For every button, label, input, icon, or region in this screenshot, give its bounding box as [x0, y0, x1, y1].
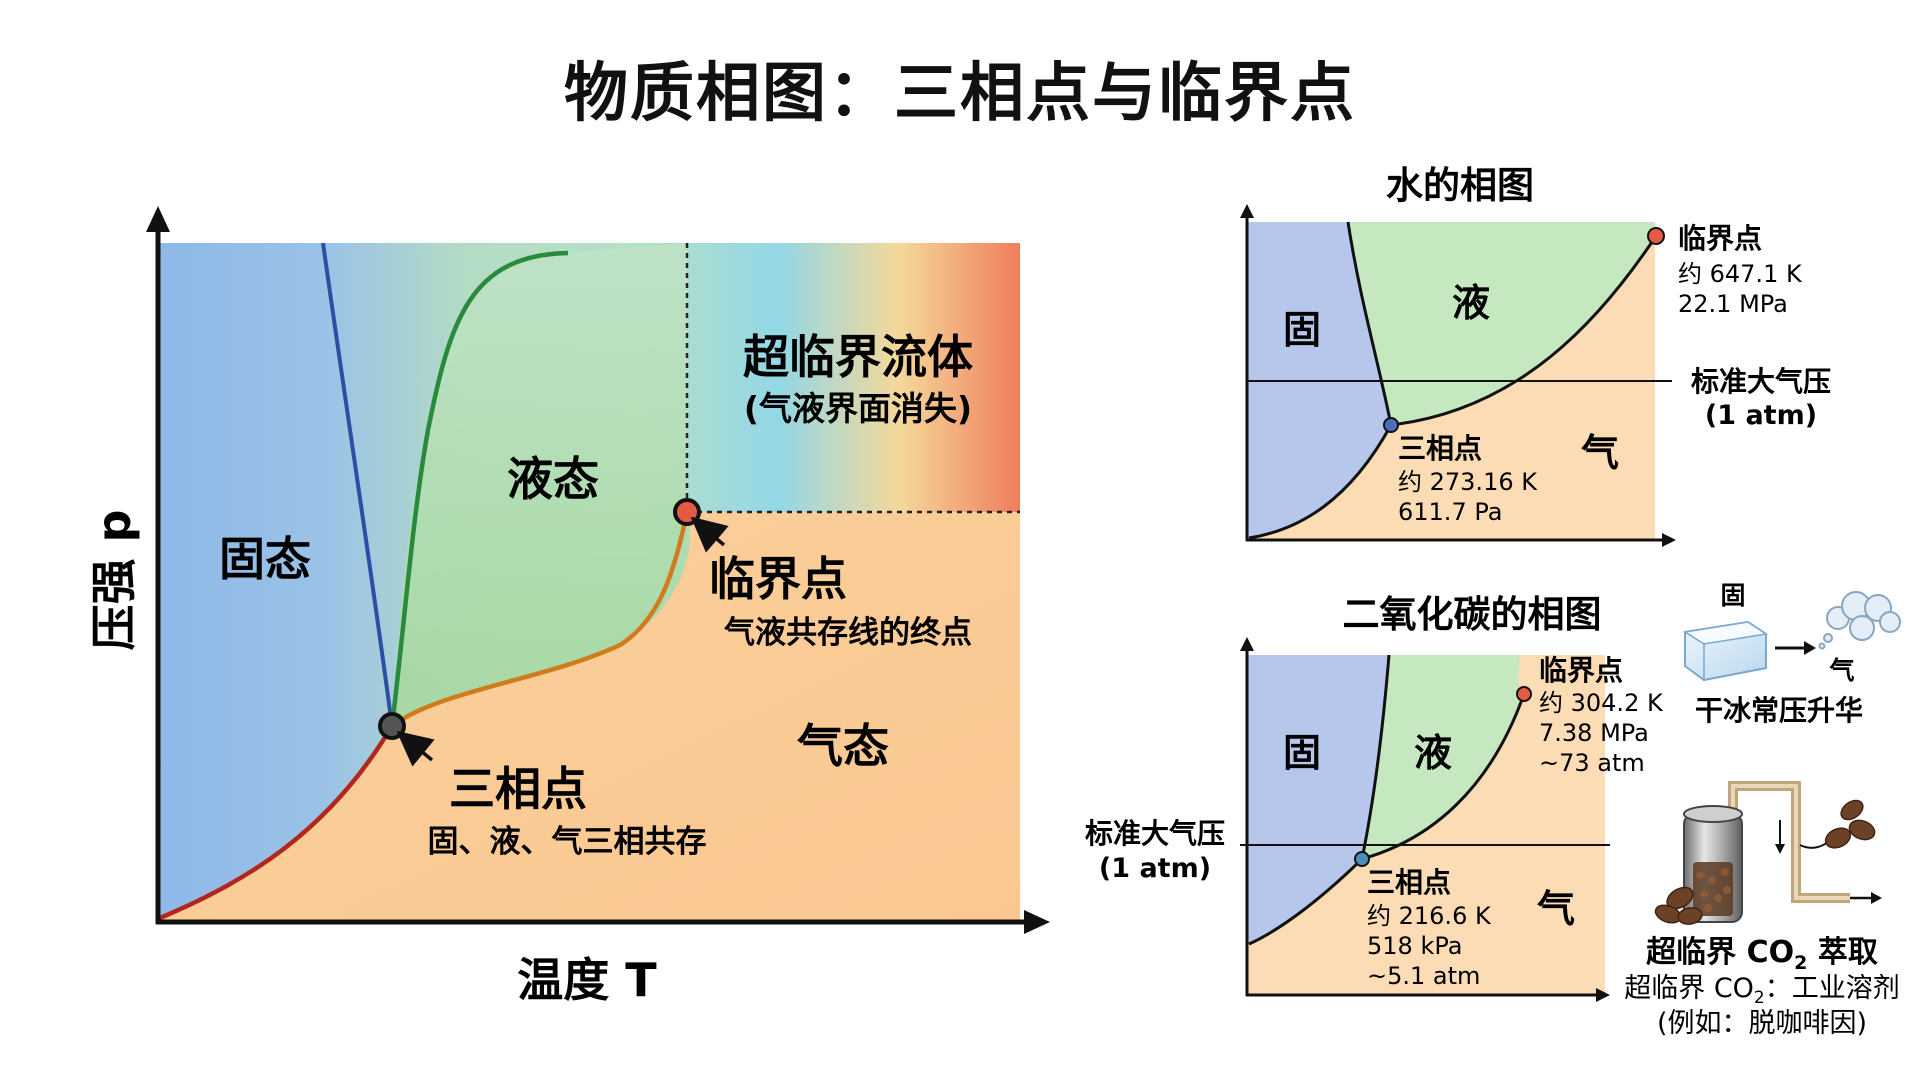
- liquid-region-label: 液态: [507, 452, 599, 506]
- water-atm-value: (1 atm): [1705, 400, 1817, 431]
- water-liquid-label: 液: [1452, 281, 1490, 325]
- water-atm-label: 标准大气压: [1691, 365, 1831, 398]
- co2-triple-label: 三相点: [1367, 866, 1451, 899]
- sublimation-curve: [159, 724, 394, 921]
- water-diagram: 水的相图 固 液 气 临界点 约 647.1 K 22.1 MPa 三相点 约 …: [1240, 164, 1831, 547]
- coffee-beans-icon: [1654, 799, 1876, 925]
- water-triple-pressure: 611.7 Pa: [1398, 498, 1502, 526]
- extraction-vessel-cap: [1683, 805, 1743, 823]
- co2-triple-pressure: 518 kPa: [1367, 932, 1462, 960]
- gas-cloud-icon: [1818, 591, 1901, 650]
- water-triple-point: [1383, 417, 1399, 433]
- water-boiling-curve: [1390, 235, 1658, 427]
- water-gas-label: 气: [1581, 431, 1619, 475]
- co2-triple-temp: 约 216.6 K: [1367, 902, 1492, 930]
- main-diagram: 固态 液态 气态 超临界流体 (气液界面消失) 三相点 固、液、气三相共存 临界…: [87, 206, 1050, 1007]
- page-title: 物质相图：三相点与临界点: [564, 57, 1356, 131]
- co2-critical-pressure: 7.38 MPa: [1539, 719, 1649, 747]
- supercritical-region-label: 超临界流体: [743, 330, 973, 384]
- extraction-desc-line2: (例如：脱咖啡因): [1657, 1008, 1867, 1039]
- gas-region: [160, 512, 1020, 922]
- dry-ice-caption: 干冰常压升华: [1695, 694, 1863, 727]
- co2-atm-label: 标准大气压: [1085, 817, 1225, 850]
- extraction-pipe-highlight: [1731, 784, 1850, 900]
- dry-ice-gas-label: 气: [1828, 656, 1854, 685]
- water-triple-temp: 约 273.16 K: [1398, 468, 1538, 496]
- co2-solid-region: [1247, 655, 1389, 945]
- dry-ice-illustration: 固 气 干冰常压升华: [1682, 581, 1901, 727]
- supercritical-note: (气液界面消失): [744, 389, 972, 428]
- main-y-axis-label: 压强 p: [87, 510, 141, 651]
- co2-liquid-region: [1362, 655, 1524, 859]
- extraction-desc-line1: 超临界 CO2：工业溶剂: [1624, 973, 1900, 1008]
- boiling-curve: [390, 511, 690, 728]
- solid-region-label: 固态: [219, 532, 311, 586]
- co2-fusion-curve: [1360, 654, 1391, 860]
- sublimation-arrow-head: [1804, 641, 1816, 655]
- water-critical-point: [1647, 227, 1665, 245]
- critical-point-desc: 气液共存线的终点: [723, 615, 972, 651]
- metastable-curve: [389, 250, 569, 727]
- co2-triple-atm: ~5.1 atm: [1367, 962, 1480, 990]
- dry-ice-cube-top: [1682, 621, 1769, 645]
- water-liquid-region: [1348, 222, 1656, 425]
- co2-extraction-illustration: 超临界 CO2 萃取 超临界 CO2：工业溶剂 (例如：脱咖啡因): [1624, 781, 1900, 1039]
- water-solid-label: 固: [1283, 308, 1321, 352]
- main-critical-point: [673, 498, 701, 526]
- main-x-axis-arrow: [1024, 910, 1050, 934]
- main-y-axis-arrow: [146, 206, 170, 232]
- co2-solid-label: 固: [1283, 731, 1321, 775]
- triple-point-desc: 固、液、气三相共存: [428, 824, 707, 860]
- main-x-axis-label: 温度 T: [517, 953, 657, 1007]
- co2-title: 二氧化碳的相图: [1343, 593, 1602, 636]
- fusion-curve: [321, 242, 394, 727]
- water-critical-temp: 约 647.1 K: [1678, 260, 1803, 288]
- co2-y-axis-arrow: [1240, 637, 1254, 651]
- dry-ice-solid-label: 固: [1720, 581, 1745, 610]
- main-triple-point: [378, 712, 406, 740]
- extraction-caption: 超临界 CO2 萃取: [1646, 935, 1878, 974]
- water-critical-pressure: 22.1 MPa: [1678, 290, 1788, 318]
- triple-point-label: 三相点: [449, 762, 587, 816]
- co2-triple-point: [1354, 851, 1370, 867]
- triple-point-arrow: [396, 730, 435, 767]
- water-triple-label: 三相点: [1398, 432, 1482, 465]
- critical-point-arrow: [690, 516, 729, 553]
- extraction-vessel-beans-inside: [1696, 868, 1731, 912]
- water-y-axis-arrow: [1240, 204, 1254, 218]
- co2-liquid-label: 液: [1414, 731, 1452, 775]
- co2-sublimation-curve: [1248, 857, 1364, 946]
- liquid-region: [392, 243, 732, 726]
- co2-critical-temp: 约 304.2 K: [1539, 689, 1664, 717]
- water-sublimation-curve: [1248, 424, 1393, 540]
- water-fusion-curve: [1346, 221, 1393, 426]
- co2-gas-label: 气: [1537, 887, 1575, 931]
- critical-point-label: 临界点: [709, 552, 847, 606]
- co2-boiling-curve: [1361, 693, 1526, 861]
- co2-critical-label: 临界点: [1539, 654, 1623, 687]
- co2-x-axis-arrow: [1596, 988, 1610, 1002]
- extraction-down-arrow-head: [1775, 844, 1785, 854]
- co2-critical-atm: ~73 atm: [1539, 749, 1645, 777]
- co2-diagram: 二氧化碳的相图 固 液 气 临界点 约 304.2 K 7.38 MPa ~73…: [1085, 593, 1664, 1002]
- co2-critical-point: [1516, 686, 1532, 702]
- water-critical-label: 临界点: [1678, 222, 1762, 255]
- extraction-curve-arrow: [1799, 841, 1829, 849]
- water-x-axis-arrow: [1662, 533, 1676, 547]
- co2-atm-value: (1 atm): [1099, 853, 1211, 884]
- gas-region-label: 气态: [797, 719, 889, 773]
- extraction-outflow-arrow-head: [1871, 892, 1882, 904]
- water-title: 水的相图: [1386, 164, 1534, 207]
